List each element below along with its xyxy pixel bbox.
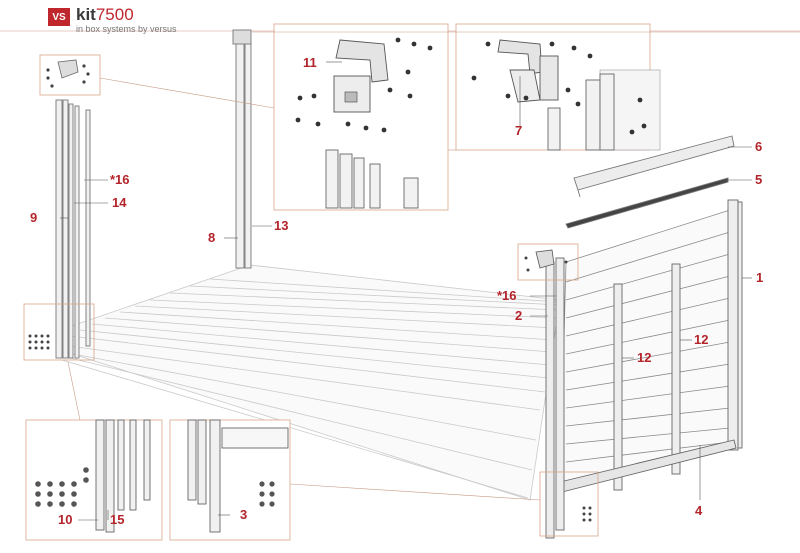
callout-12-left: 12 xyxy=(637,350,652,365)
floor-platform xyxy=(59,264,561,501)
brand-product: kit xyxy=(76,5,96,24)
leader-lines xyxy=(67,31,800,501)
left-bottom-screws-detail xyxy=(23,303,95,361)
right-top-connector-detail xyxy=(517,243,579,281)
callout-1: 1 xyxy=(756,270,764,285)
callout-15: 15 xyxy=(110,512,125,527)
brand-header: VS kit7500 in box systems by versus xyxy=(48,6,177,34)
brand-title: kit7500 xyxy=(76,6,177,24)
brand-logo: VS xyxy=(48,8,70,26)
callout-13: 13 xyxy=(274,218,289,233)
top-rails xyxy=(565,135,735,229)
callout-pointers xyxy=(60,61,752,521)
zoom-detail-bottom-middle xyxy=(169,419,291,541)
callout-2: 2 xyxy=(515,308,523,323)
back-corner-post xyxy=(232,29,252,269)
callout-4: 4 xyxy=(695,503,703,518)
detail-box-bracket-11 xyxy=(273,23,449,211)
callout-16-left: *16 xyxy=(110,172,130,187)
callout-6: 6 xyxy=(755,139,763,154)
right-corner-post-1 xyxy=(727,199,743,451)
brand-text: kit7500 in box systems by versus xyxy=(76,6,177,35)
vertical-stiffeners xyxy=(613,263,681,491)
callout-12-right: 12 xyxy=(694,332,709,347)
detail-box-bracket-7 xyxy=(455,23,661,151)
left-top-connector-detail xyxy=(39,54,101,96)
brand-subtitle: in box systems by versus xyxy=(76,24,177,34)
callout-5: 5 xyxy=(755,172,763,187)
right-bottom-screws-detail xyxy=(539,471,599,537)
callout-11: 11 xyxy=(303,55,317,70)
callout-3: 3 xyxy=(240,507,248,522)
callout-16-right: *16 xyxy=(497,288,517,303)
zoom-detail-bottom-left xyxy=(25,419,163,541)
callout-10: 10 xyxy=(58,512,73,527)
brand-model: 7500 xyxy=(95,5,134,24)
callout-8: 8 xyxy=(208,230,216,245)
callout-9: 9 xyxy=(30,210,38,225)
callout-7: 7 xyxy=(515,123,523,138)
left-corner-post-assembly xyxy=(55,99,91,359)
callout-14: 14 xyxy=(112,195,127,210)
